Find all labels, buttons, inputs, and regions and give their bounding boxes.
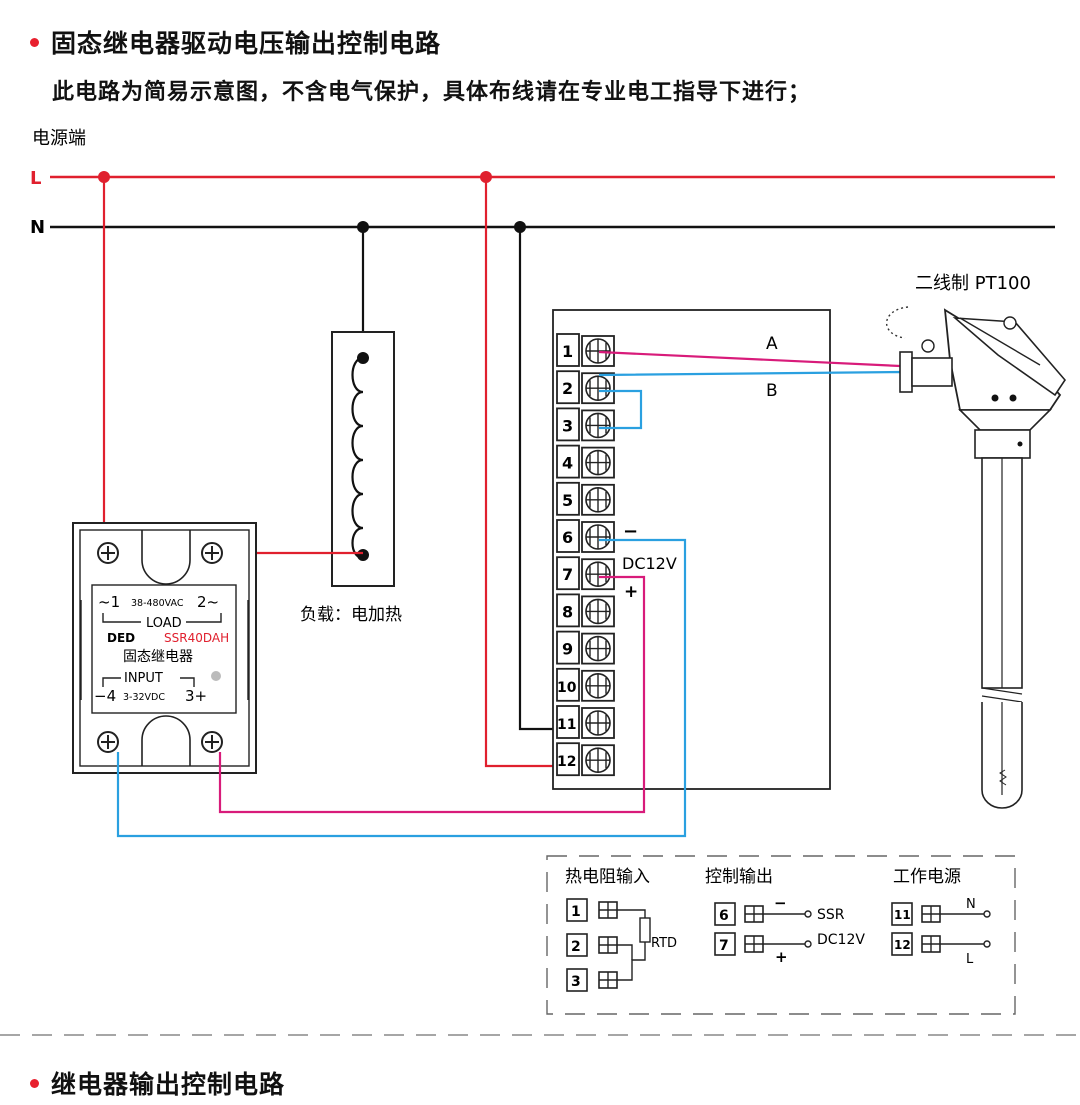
ssr-load-label: LOAD	[146, 616, 182, 631]
terminal-number: 11	[557, 717, 576, 733]
ssr-load-right: 2~	[197, 593, 219, 611]
ssr-terminal-1-icon	[97, 542, 119, 564]
wire-dc-minus	[116, 538, 687, 838]
legend-t7: 7	[719, 938, 729, 954]
pt100-sensor-icon	[886, 306, 1067, 809]
line-l-label: L	[30, 168, 41, 189]
terminal-number: 9	[562, 640, 573, 659]
ssr-name: 固态继电器	[123, 649, 193, 665]
legend-t2: 2	[571, 939, 581, 955]
legend-rtd: 1 2 3 RTD	[566, 898, 677, 992]
jumper-2-3	[599, 389, 643, 430]
terminal-number: 3	[562, 416, 573, 435]
rtd-resistor-icon	[639, 917, 651, 943]
terminal-number: 12	[557, 754, 576, 770]
ssr-terminal-2-icon	[201, 542, 223, 564]
bullet-dot-icon	[30, 37, 39, 47]
section-title-ssr: 固态继电器驱动电压输出控制电路	[30, 24, 441, 60]
legend-l: L	[966, 952, 974, 967]
ssr-terminal-3-icon	[201, 731, 223, 753]
terminal-end-icon	[804, 940, 812, 948]
terminal-end-icon	[983, 910, 991, 918]
power-source-label: 电源端	[32, 128, 86, 149]
section-title-text: 继电器输出控制电路	[51, 1070, 286, 1099]
dc-label: DC12V	[622, 554, 677, 573]
legend-rtd-label: RTD	[651, 936, 677, 951]
controller-terminal: 4	[556, 444, 615, 479]
terminal-end-icon	[983, 940, 991, 948]
load-heater	[331, 331, 395, 587]
legend-n: N	[966, 897, 976, 912]
controller-terminal: 6	[556, 519, 615, 553]
terminal-number: 8	[562, 602, 573, 621]
controller-terminal: 7	[556, 556, 615, 591]
controller-terminal: 5	[556, 481, 615, 516]
controller-terminal: 9	[556, 630, 615, 665]
legend-t3: 3	[571, 974, 581, 990]
terminal-number: 1	[562, 342, 573, 361]
line-n-label: N	[30, 217, 45, 238]
bullet-dot-icon	[30, 1078, 39, 1088]
controller-terminal: 3	[556, 407, 615, 442]
terminal-number: 2	[562, 379, 573, 398]
controller-terminal: 11	[556, 705, 615, 739]
legend-box: 热电阻输入 控制输出 工作电源 1 2 3 RTD 6 7	[546, 855, 1016, 1015]
dc-minus-label: −	[623, 521, 638, 542]
sensor-label: 二线制 PT100	[915, 273, 1031, 294]
legend-t11: 11	[894, 908, 911, 922]
legend-t6: 6	[719, 908, 729, 924]
ssr-load-range: 38-480VAC	[131, 598, 184, 609]
ssr-brand: DED	[107, 631, 135, 645]
terminal-number: 6	[562, 528, 573, 547]
section-title-relay: 继电器输出控制电路	[30, 1065, 285, 1101]
legend-power-title: 工作电源	[893, 867, 961, 887]
terminal-number: 7	[562, 565, 573, 584]
controller-terminal: 2	[556, 370, 615, 405]
ssr-model: SSR40DAH	[164, 631, 229, 645]
heater-coil-icon	[351, 356, 364, 560]
solid-state-relay: ~1 38-480VAC 2~ LOAD DED SSR40DAH 固态继电器 …	[72, 522, 257, 774]
terminal-end-icon	[804, 910, 812, 918]
wire-a-label: A	[766, 334, 778, 354]
wire-b-label: B	[766, 381, 778, 401]
dc-plus-label: +	[624, 582, 638, 602]
controller-terminal: 8	[556, 593, 615, 628]
ssr-terminal-4-icon	[97, 731, 119, 753]
terminal-number: 10	[557, 680, 577, 696]
legend-power: 11 12 N L	[891, 897, 991, 967]
wire-dc-plus	[218, 575, 646, 814]
legend-t1: 1	[571, 904, 581, 920]
legend-ctrl-title: 控制输出	[705, 867, 773, 887]
safety-note: 此电路为简易示意图，不含电气保护，具体布线请在专业电工指导下进行；	[52, 80, 812, 105]
ssr-input-label: INPUT	[124, 671, 163, 686]
ssr-led-icon	[211, 671, 221, 681]
load-label: 负载：电加热	[300, 605, 402, 625]
legend-control-output: 6 7 − + SSR DC12V	[714, 894, 865, 966]
controller-terminal: 12	[556, 742, 615, 777]
legend-dc: DC12V	[817, 932, 865, 948]
ssr-input-right: 3+	[185, 687, 207, 705]
ssr-input-range: 3-32VDC	[123, 692, 165, 703]
legend-plus: +	[775, 948, 788, 966]
legend-rtd-title: 热电阻输入	[565, 867, 650, 887]
ssr-input-left: −4	[94, 687, 116, 705]
section-title-text: 固态继电器驱动电压输出控制电路	[51, 29, 442, 58]
terminal-number: 4	[562, 454, 573, 473]
terminal-number: 5	[562, 491, 573, 510]
controller-terminal: 10	[556, 667, 615, 702]
legend-t12: 12	[894, 938, 911, 952]
controller-terminal: 1	[556, 333, 615, 367]
legend-ssr: SSR	[817, 907, 845, 923]
ssr-load-left: ~1	[98, 593, 120, 611]
legend-minus: −	[774, 894, 787, 912]
